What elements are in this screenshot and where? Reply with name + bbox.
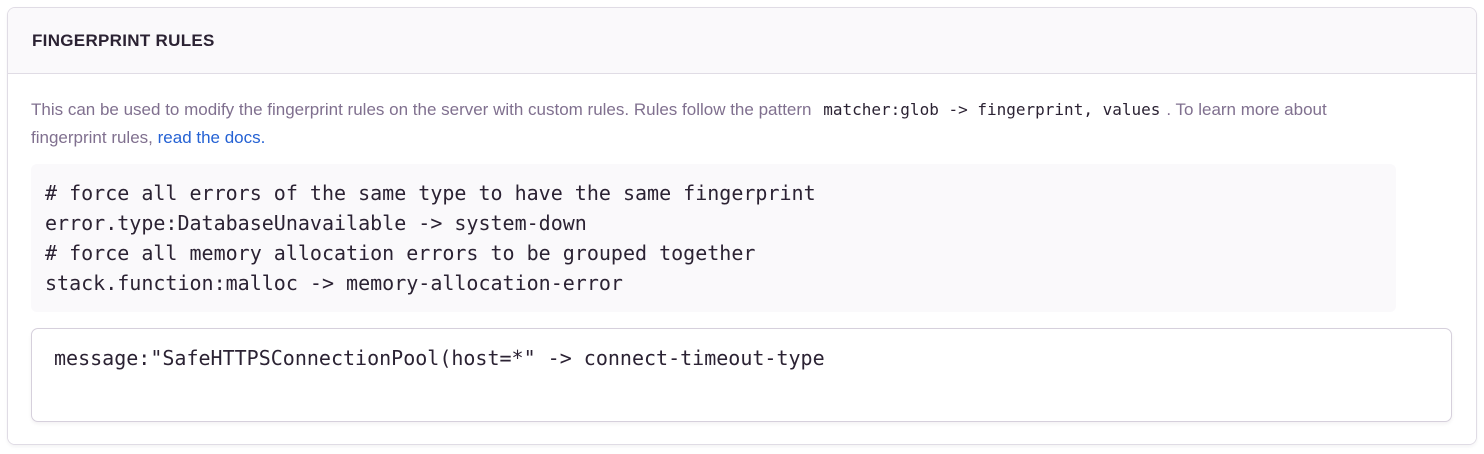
panel-body: This can be used to modify the fingerpri… [8,74,1476,444]
description-text-after: . To learn more about fingerprint rules, [31,100,1327,147]
description: This can be used to modify the fingerpri… [31,96,1361,152]
panel-title: FINGERPRINT RULES [32,31,215,50]
read-the-docs-link[interactable]: read the docs. [157,128,266,147]
pattern-inline-code: matcher:glob -> fingerprint, values [823,100,1161,119]
fingerprint-rules-panel: FINGERPRINT RULES This can be used to mo… [7,7,1477,445]
description-text-before: This can be used to modify the fingerpri… [31,100,812,119]
example-code-block: # force all errors of the same type to h… [31,164,1396,312]
fingerprint-rules-textarea[interactable]: message:"SafeHTTPSConnectionPool(host=*"… [31,328,1452,422]
panel-header: FINGERPRINT RULES [8,8,1476,74]
